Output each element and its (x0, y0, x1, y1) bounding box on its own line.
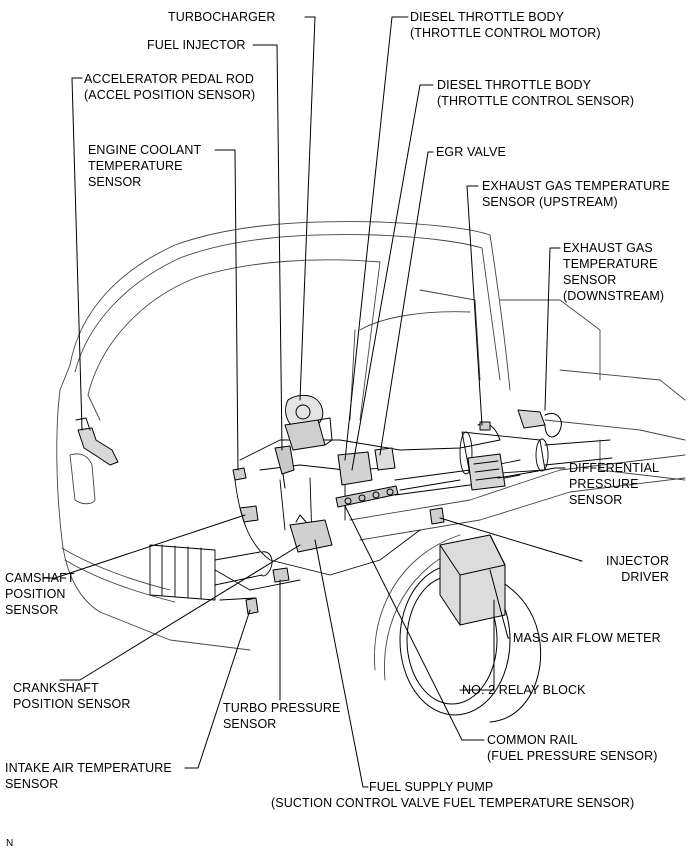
label-line: FUEL SUPPLY PUMP (369, 780, 494, 794)
label-turbo-pressure-sensor: TURBO PRESSURE SENSOR (223, 700, 340, 732)
label-diesel-throttle-body-sensor: DIESEL THROTTLE BODY (THROTTLE CONTROL S… (437, 77, 634, 109)
label-line: SENSOR (563, 273, 617, 287)
label-line: (DOWNSTREAM) (563, 289, 665, 303)
label-line: ENGINE COOLANT (88, 143, 202, 157)
label-injector-driver: INJECTOR DRIVER (606, 553, 669, 585)
label-line: INTAKE AIR TEMPERATURE (5, 761, 172, 775)
label-line: (FUEL PRESSURE SENSOR) (487, 749, 658, 763)
label-differential-pressure-sensor: DIFFERENTIAL PRESSURE SENSOR (569, 460, 659, 508)
label-line: DIFFERENTIAL (569, 461, 660, 475)
truck-cab-outline (56, 221, 686, 681)
label-line: POSITION SENSOR (13, 697, 131, 711)
label-mass-air-flow-meter: MASS AIR FLOW METER (513, 630, 661, 646)
label-engine-coolant-temperature-sensor: ENGINE COOLANT TEMPERATURE SENSOR (88, 142, 201, 190)
label-line: FUEL INJECTOR (147, 38, 246, 52)
label-common-rail: COMMON RAIL (FUEL PRESSURE SENSOR) (487, 732, 658, 764)
label-accelerator-pedal-rod: ACCELERATOR PEDAL ROD (ACCEL POSITION SE… (84, 71, 255, 103)
label-line: SENSOR (223, 717, 277, 731)
label-line: CRANKSHAFT (13, 681, 99, 695)
label-line: (ACCEL POSITION SENSOR) (84, 88, 256, 102)
label-line: EXHAUST GAS (563, 241, 653, 255)
label-line: SENSOR (UPSTREAM) (482, 195, 618, 209)
label-camshaft-position-sensor: CAMSHAFT POSITION SENSOR (5, 570, 75, 618)
label-line: (THROTTLE CONTROL SENSOR) (437, 94, 635, 108)
label-line: COMMON RAIL (487, 733, 578, 747)
label-diesel-throttle-body-motor: DIESEL THROTTLE BODY (THROTTLE CONTROL M… (410, 9, 601, 41)
label-crankshaft-position-sensor: CRANKSHAFT POSITION SENSOR (13, 680, 131, 712)
label-no2-relay-block: NO. 2 RELAY BLOCK (462, 682, 586, 698)
leader-lines (42, 16, 583, 788)
label-exhaust-gas-temp-upstream: EXHAUST GAS TEMPERATURE SENSOR (UPSTREAM… (482, 178, 670, 210)
label-line: (SUCTION CONTROL VALVE FUEL TEMPERATURE … (271, 796, 635, 810)
label-line: DIESEL THROTTLE BODY (410, 10, 565, 24)
label-line: DRIVER (621, 570, 670, 584)
label-line: SENSOR (88, 175, 142, 189)
label-line: PRESSURE (569, 477, 639, 491)
label-line: DIESEL THROTTLE BODY (437, 78, 592, 92)
components (75, 394, 562, 626)
label-line: SENSOR (5, 777, 59, 791)
label-line: SENSOR (569, 493, 623, 507)
label-egr-valve: EGR VALVE (436, 144, 506, 160)
label-line: CAMSHAFT (5, 571, 75, 585)
label-line: ACCELERATOR PEDAL ROD (84, 72, 254, 86)
label-line: INJECTOR (606, 554, 670, 568)
label-intake-air-temperature-sensor: INTAKE AIR TEMPERATURE SENSOR (5, 760, 172, 792)
label-exhaust-gas-temp-downstream: EXHAUST GAS TEMPERATURE SENSOR (DOWNSTRE… (563, 240, 664, 304)
figure-code: N (6, 836, 13, 852)
label-line: EXHAUST GAS TEMPERATURE (482, 179, 670, 193)
label-line: POSITION (5, 587, 66, 601)
label-line: TURBO PRESSURE (223, 701, 341, 715)
label-line: NO. 2 RELAY BLOCK (462, 683, 586, 697)
label-line: SENSOR (5, 603, 59, 617)
figure-code-text: N (6, 838, 14, 849)
label-fuel-injector: FUEL INJECTOR (147, 37, 246, 53)
label-turbocharger: TURBOCHARGER (168, 9, 275, 25)
label-line: TEMPERATURE (563, 257, 658, 271)
label-line: MASS AIR FLOW METER (513, 631, 661, 645)
label-line: TEMPERATURE (88, 159, 183, 173)
label-line: (THROTTLE CONTROL MOTOR) (410, 26, 601, 40)
label-fuel-supply-pump: FUEL SUPPLY PUMP (SUCTION CONTROL VALVE … (271, 779, 634, 811)
label-line: TURBOCHARGER (168, 10, 276, 24)
label-line: EGR VALVE (436, 145, 506, 159)
